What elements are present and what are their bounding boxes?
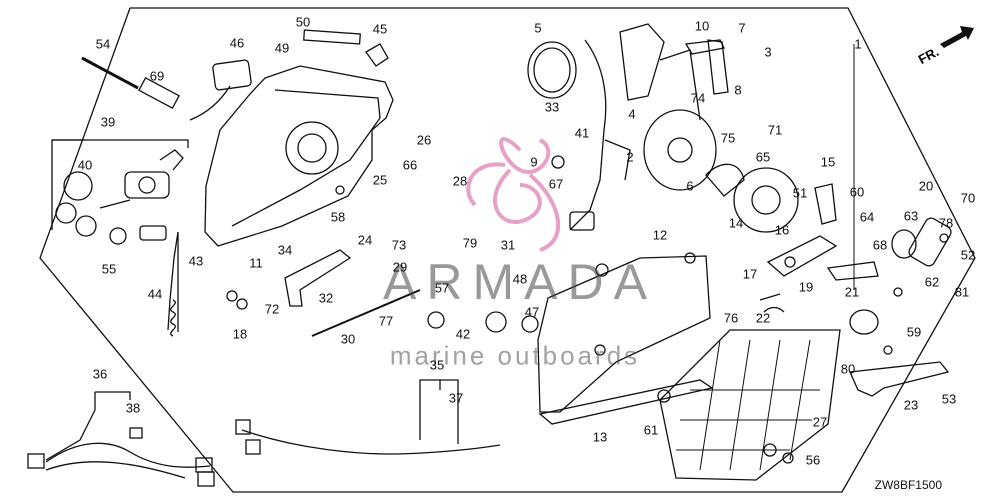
callout-54: 54 [95, 36, 111, 52]
callout-14: 14 [728, 215, 744, 231]
callout-29: 29 [392, 259, 408, 275]
callout-2: 2 [626, 149, 634, 165]
callout-48: 48 [512, 271, 528, 287]
callout-51: 51 [792, 185, 808, 201]
callout-68: 68 [872, 237, 888, 253]
callout-46: 46 [229, 35, 245, 51]
callout-21: 21 [844, 284, 860, 300]
callout-31: 31 [500, 237, 516, 253]
callout-75: 75 [720, 130, 736, 146]
callout-56: 56 [805, 452, 821, 468]
callout-34: 34 [277, 242, 293, 258]
callout-81: 81 [954, 284, 970, 300]
watermark-subtitle: marine outboards [389, 340, 641, 371]
assembly-frame [39, 7, 976, 493]
callout-42: 42 [455, 326, 471, 342]
callout-38: 38 [125, 400, 141, 416]
callout-69: 69 [149, 68, 165, 84]
callout-10: 10 [694, 18, 710, 34]
callout-18: 18 [232, 326, 248, 342]
callout-71: 71 [767, 122, 783, 138]
callout-7: 7 [738, 20, 746, 36]
callout-12: 12 [652, 227, 668, 243]
callout-65: 65 [755, 149, 771, 165]
diagram-code: ZW8BF1500 [874, 478, 942, 492]
callout-5: 5 [534, 20, 542, 36]
callout-22: 22 [755, 310, 771, 326]
callout-28: 28 [452, 173, 468, 189]
callout-15: 15 [820, 154, 836, 170]
callout-74: 74 [690, 90, 706, 106]
callout-52: 52 [960, 247, 976, 263]
callout-4: 4 [628, 106, 636, 122]
callout-8: 8 [734, 82, 742, 98]
callout-64: 64 [859, 209, 875, 225]
callout-45: 45 [372, 21, 388, 37]
callout-23: 23 [903, 397, 919, 413]
callout-53: 53 [941, 391, 957, 407]
callout-57: 57 [434, 280, 450, 296]
callout-44: 44 [147, 286, 163, 302]
watermark-logo [466, 137, 560, 252]
callout-41: 41 [574, 125, 590, 141]
callout-79: 79 [462, 235, 478, 251]
callout-63: 63 [903, 208, 919, 224]
callout-40: 40 [77, 157, 93, 173]
callout-16: 16 [774, 222, 790, 238]
callout-39: 39 [100, 114, 116, 130]
callout-60: 60 [849, 184, 865, 200]
callout-80: 80 [840, 361, 856, 377]
callout-58: 58 [330, 209, 346, 225]
callout-47: 47 [524, 304, 540, 320]
callout-25: 25 [372, 172, 388, 188]
callout-33: 33 [544, 99, 560, 115]
callout-55: 55 [101, 261, 117, 277]
callout-70: 70 [960, 190, 976, 206]
callout-26: 26 [416, 132, 432, 148]
callout-59: 59 [906, 324, 922, 340]
callout-20: 20 [918, 178, 934, 194]
callout-1: 1 [854, 36, 862, 52]
callout-24: 24 [357, 232, 373, 248]
callout-67: 67 [548, 176, 564, 192]
callout-77: 77 [378, 313, 394, 329]
callout-3: 3 [764, 44, 772, 60]
callout-50: 50 [295, 14, 311, 30]
callout-36: 36 [92, 366, 108, 382]
callout-6: 6 [686, 178, 694, 194]
callout-30: 30 [340, 331, 356, 347]
callout-72: 72 [264, 301, 280, 317]
callout-17: 17 [742, 266, 758, 282]
callout-13: 13 [592, 429, 608, 445]
callout-49: 49 [274, 40, 290, 56]
callout-62: 62 [924, 274, 940, 290]
front-arrow-icon [940, 26, 974, 48]
callout-9: 9 [530, 154, 538, 170]
callout-76: 76 [723, 310, 739, 326]
callout-11: 11 [249, 255, 263, 271]
callout-37: 37 [448, 390, 464, 406]
watermark-title: ARMADA [383, 254, 657, 310]
callout-43: 43 [188, 253, 204, 269]
callout-66: 66 [402, 157, 418, 173]
callout-19: 19 [798, 279, 814, 295]
callout-27: 27 [812, 414, 828, 430]
callout-32: 32 [318, 290, 334, 306]
callout-61: 61 [643, 422, 659, 438]
callout-73: 73 [391, 237, 407, 253]
callout-78: 78 [938, 215, 954, 231]
callout-35: 35 [429, 357, 445, 373]
